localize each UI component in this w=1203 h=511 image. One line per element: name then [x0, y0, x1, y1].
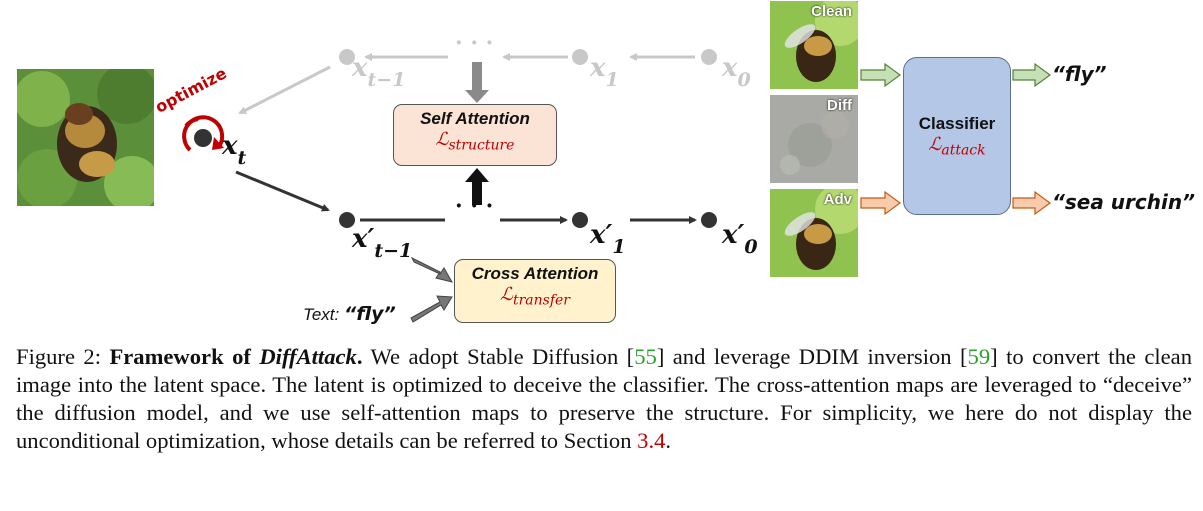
node-xt [194, 129, 212, 147]
caption-title: Framework of DiffAttack. [109, 344, 363, 369]
ellipsis-top: · · · [455, 30, 494, 56]
arrow-to-self-attention-head [465, 90, 489, 103]
citation-59[interactable]: 59 [967, 344, 991, 369]
input-image [17, 69, 154, 206]
figure-connectors [182, 49, 1052, 323]
caption-label: Figure 2: [16, 344, 110, 369]
arrow-adv-to-classifier [860, 190, 902, 216]
output-adv-label: “sea urchin” [1052, 190, 1195, 214]
node-xp1 [572, 212, 588, 228]
arrow-up-shaft [472, 180, 482, 205]
self-attention-loss: ℒstructure [435, 129, 515, 154]
citation-55[interactable]: 55 [634, 344, 657, 369]
arrow-xt-to-xpt1 [235, 170, 330, 212]
cross-attention-title: Cross Attention [471, 264, 599, 283]
clean-image: Clean [770, 1, 858, 89]
classifier-title: Classifier [918, 114, 996, 133]
label-x0: x0 [722, 53, 751, 92]
self-attention-title: Self Attention [420, 109, 530, 128]
arrow-to-self-attention-shaft [472, 62, 482, 92]
label-x-t-minus-1: xt−1 [352, 53, 406, 92]
classifier-box: Classifier ℒattack [903, 57, 1011, 215]
node-x1 [572, 49, 588, 65]
arrow-xt1-to-xt [238, 65, 331, 115]
adv-tag: Adv [823, 191, 852, 208]
text-prompt-prefix: Text: [303, 305, 340, 324]
framework-figure: Clean Diff Adv [17, 1, 1195, 325]
arrow-clean-to-classifier [860, 62, 902, 88]
cross-attention-box: Cross Attention ℒtransfer [454, 259, 616, 323]
arrow-classifier-to-sea-urchin [1012, 190, 1052, 216]
self-attention-box: Self Attention ℒstructure [393, 104, 557, 166]
diff-image: Diff [770, 95, 858, 183]
output-clean-label: “fly” [1052, 62, 1107, 86]
arrow-text-to-cross-attention [410, 295, 453, 323]
text-prompt: Text: “fly” [303, 303, 396, 325]
label-xt: xt [222, 131, 247, 170]
label-xp1: x′1 [590, 220, 626, 259]
node-xp-t-minus-1 [339, 212, 355, 228]
label-xp-t-minus-1: x′t−1 [352, 224, 413, 263]
arrow-xpt1-to-cross-attention [410, 256, 454, 283]
ellipsis-bottom: · · · [455, 193, 494, 219]
cross-attention-loss: ℒtransfer [500, 284, 570, 309]
adv-image: Adv [770, 189, 858, 277]
node-x0 [701, 49, 717, 65]
node-x-t-minus-1 [339, 49, 355, 65]
arrow-classifier-to-fly [1012, 62, 1052, 88]
diff-tag: Diff [827, 97, 852, 114]
label-x1: x1 [590, 53, 619, 92]
node-xp0 [701, 212, 717, 228]
optimize-loop-icon [182, 115, 225, 152]
figure-caption: Figure 2: Framework of DiffAttack. We ad… [16, 344, 1192, 453]
text-prompt-value: “fly” [343, 303, 396, 325]
arrow-up-head [465, 168, 489, 182]
label-xp0: x′0 [722, 220, 758, 259]
clean-tag: Clean [811, 3, 852, 20]
section-link[interactable]: 3.4 [637, 428, 666, 453]
classifier-loss: ℒattack [928, 134, 986, 159]
